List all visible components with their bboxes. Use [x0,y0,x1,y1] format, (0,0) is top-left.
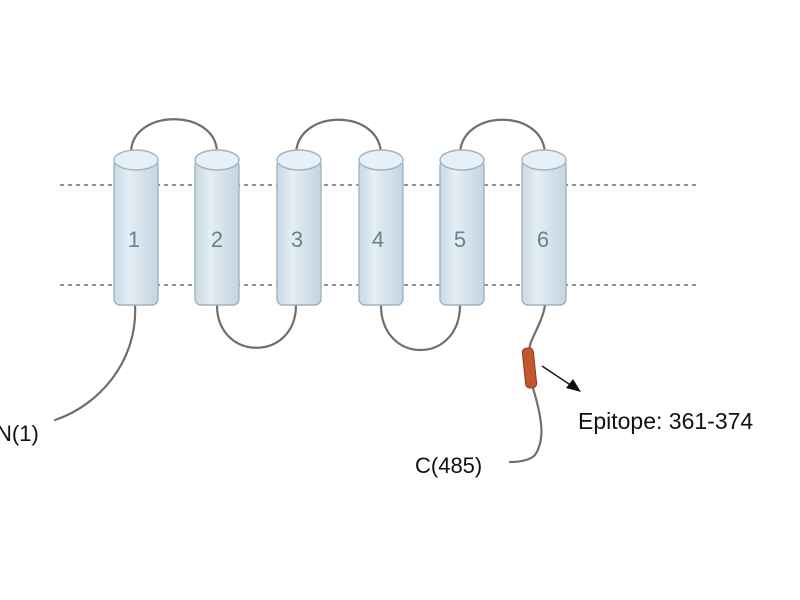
helix-2-label: 2 [211,227,223,252]
helix-3: 3 [276,149,322,306]
helix-5-label: 5 [454,227,466,252]
epitope-arrowhead [566,379,581,392]
helix-5: 5 [439,149,485,306]
helix-6: 6 [521,149,567,306]
loop-2-3 [215,303,298,349]
helix-2: 2 [194,149,240,306]
helix-6-label: 6 [537,227,549,252]
helix-4: 4 [358,149,404,306]
epitope-arrow [541,365,573,387]
c-terminus-tail [508,303,547,464]
loop-1-2 [129,118,219,155]
epitope-marker [521,347,538,389]
loop-4-5 [379,303,462,351]
helix-3-label: 3 [291,227,303,252]
loop-5-6 [458,118,547,157]
helix-1: 1 [113,149,159,306]
c-terminus-label: C(485) [415,453,482,478]
loop-3-4 [294,118,383,157]
n-terminus-tail [53,303,137,422]
n-terminus-label: N(1) [0,421,39,446]
helix-1-label: 1 [128,227,140,252]
epitope-label: Epitope: 361-374 [578,408,753,434]
helix-4-label: 4 [372,227,384,252]
